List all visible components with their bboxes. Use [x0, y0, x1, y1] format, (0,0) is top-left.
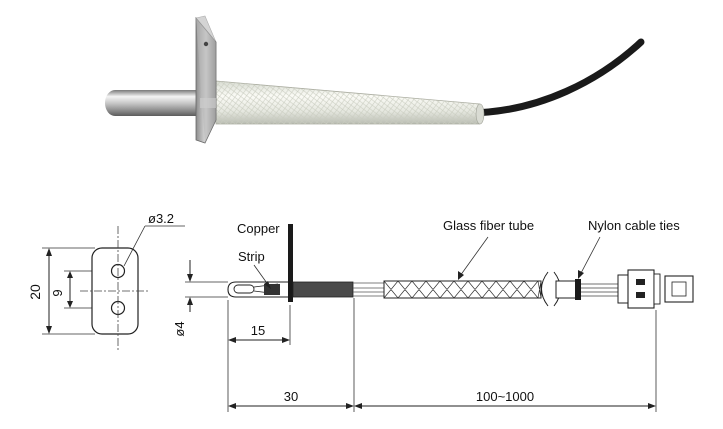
- glass-fiber-tube: [383, 280, 542, 299]
- nylon-cable-ties-label: Nylon cable ties: [588, 218, 680, 233]
- nylon-cable-tie: [575, 279, 581, 300]
- glass-fiber-tube-label: Glass fiber tube: [443, 218, 534, 233]
- mounting-plate-view: 20 9 ø3.2: [27, 211, 185, 350]
- dim-cable-length: 100~1000: [476, 389, 534, 404]
- dim-plate-height: 20: [27, 284, 43, 300]
- wires: [581, 283, 618, 297]
- photo-glass-fiber-sleeve: [215, 80, 485, 125]
- sensor-side-view: ø4: [172, 218, 694, 412]
- copper-label: Copper: [237, 221, 280, 236]
- photo-flange-plate: [195, 15, 217, 144]
- strip-label: Strip: [238, 249, 265, 264]
- hole-diameter-label: ø3.2: [148, 211, 174, 226]
- connector: [617, 269, 661, 309]
- black-cable: [466, 38, 645, 117]
- dim-flange-offset: 15: [251, 323, 265, 338]
- dim-probe-length: 30: [284, 389, 298, 404]
- flange: [288, 224, 293, 302]
- dim-probe-diameter: ø4: [172, 321, 187, 336]
- mating-connector: [664, 275, 694, 303]
- dim-hole-pitch: 9: [50, 289, 65, 296]
- sensor-photo: [105, 15, 645, 144]
- heat-shrink-section: [292, 281, 354, 298]
